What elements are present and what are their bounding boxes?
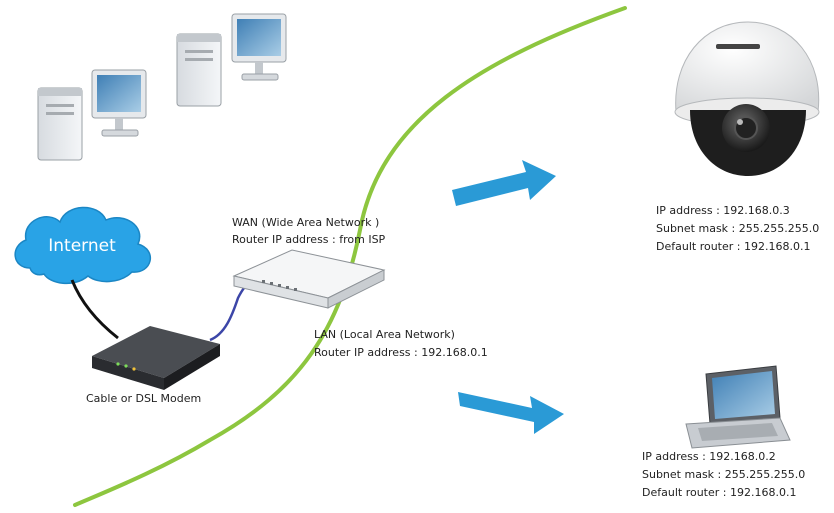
internet-cloud-icon [14,206,152,285]
wan-router-ip: Router IP address : from ISP [232,233,386,246]
network-boundary-line [73,6,627,507]
arrow-icon [452,160,556,206]
dome-camera-icon [674,21,820,176]
camera-subnet-mask: Subnet mask : 255.255.255.0 [656,222,820,235]
wan-title: WAN (Wide Area Network ) [232,216,380,229]
router-icon [232,249,386,309]
arrow-icon [458,392,564,434]
laptop-subnet-mask: Subnet mask : 255.255.255.0 [642,468,806,481]
modem-label: Cable or DSL Modem [86,392,202,405]
lan-router-ip: Router IP address : 192.168.0.1 [314,346,488,359]
camera-ip-address: IP address : 192.168.0.3 [656,204,790,217]
desktop-computer-icon [37,69,147,161]
modem-icon [92,326,220,390]
laptop-ip-address: IP address : 192.168.0.2 [642,450,776,463]
desktop-computer-icon [176,13,287,107]
camera-default-router: Default router : 192.168.0.1 [656,240,811,253]
modem-cable [70,279,119,340]
internet-label: Internet [48,236,116,256]
laptop-icon [685,365,791,449]
lan-title: LAN (Local Area Network) [314,328,455,341]
laptop-default-router: Default router : 192.168.0.1 [642,486,797,499]
